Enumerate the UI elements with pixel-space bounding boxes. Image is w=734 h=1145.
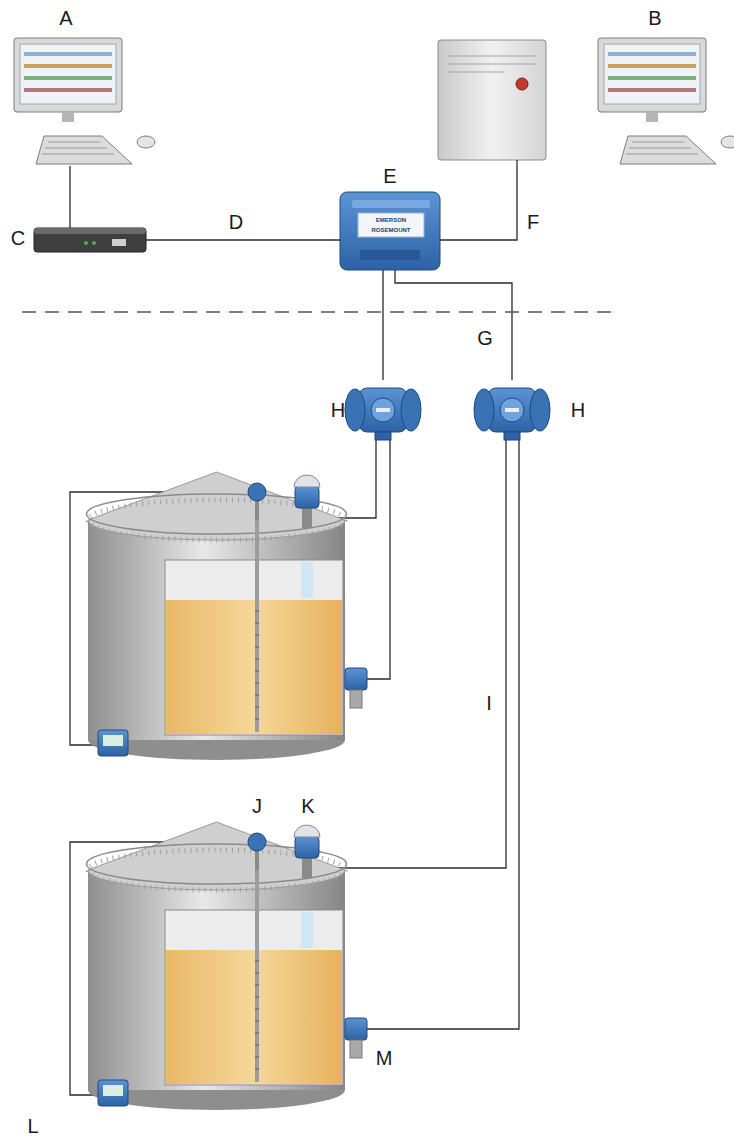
callout-letter: E [383, 166, 396, 186]
workstation-a [14, 38, 155, 164]
callout-letter: H [571, 400, 585, 420]
field-unit-right [474, 388, 550, 440]
callout-letter: B [648, 8, 661, 28]
server-tower [438, 40, 546, 160]
callout-letter: C [11, 228, 25, 248]
callout-letter: J [252, 796, 262, 816]
status-led [84, 241, 88, 245]
wire [146, 239, 340, 240]
hub-top [352, 200, 430, 208]
field-communication-interface [34, 228, 146, 252]
hub-housing [340, 192, 440, 270]
callout-letter: F [527, 212, 539, 232]
callout-letter: D [229, 212, 243, 232]
wire [367, 440, 519, 1029]
callout-letter: M [376, 1048, 393, 1068]
power-button [516, 78, 528, 90]
wire [395, 270, 512, 380]
hub-label-plate [358, 213, 424, 237]
callout-letter: G [477, 328, 493, 348]
boundary-line [22, 311, 614, 312]
callout-letter: I [486, 693, 492, 713]
callout-letter: A [59, 8, 72, 28]
wire [319, 440, 506, 868]
tank-upper [87, 472, 368, 760]
brand-text: EMERSON [376, 217, 406, 223]
workstation-b [598, 38, 734, 164]
tank-lower [87, 822, 368, 1110]
server [438, 40, 546, 160]
wire [319, 440, 376, 518]
callout-letter: K [301, 796, 314, 816]
interface-port [112, 239, 126, 246]
wire [367, 440, 390, 679]
interface-box [34, 228, 146, 252]
callout-letter: H [331, 400, 345, 420]
wire [440, 160, 517, 240]
status-led [92, 241, 96, 245]
interface-top [34, 228, 146, 234]
wire [69, 166, 70, 228]
hub-device [340, 192, 440, 270]
server-bays [448, 56, 536, 72]
callout-letter: L [27, 1116, 38, 1136]
brand-text: ROSEMOUNT [372, 227, 411, 233]
field-unit-left [345, 388, 421, 440]
wire [382, 270, 383, 380]
hub-terminal [360, 250, 420, 260]
